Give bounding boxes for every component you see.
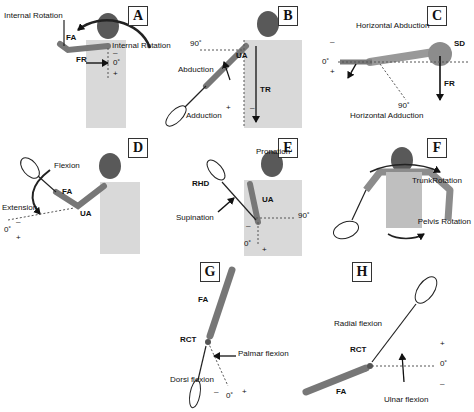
angle-label: Palmar flexion	[238, 350, 289, 359]
panel-h-figure	[306, 273, 441, 392]
angle-label: Supination	[176, 214, 214, 223]
angle-label: 0˚	[4, 226, 11, 235]
angle-label: TR	[260, 86, 271, 95]
angle-label: 0˚	[322, 58, 329, 67]
angle-label: UA	[80, 210, 92, 219]
angle-label: +	[113, 70, 118, 79]
panel-letter: H	[357, 265, 368, 279]
angle-label: +	[330, 68, 335, 77]
angle-label: +	[242, 388, 247, 397]
angle-label: Extension	[2, 204, 37, 213]
angle-label: FA	[62, 188, 72, 197]
angle-label: 90˚	[298, 212, 310, 221]
panel-letter-box: B	[278, 6, 298, 26]
angle-label: FR	[76, 56, 87, 65]
angle-label: –	[246, 222, 250, 231]
angle-label: –	[16, 218, 20, 227]
angle-label: –	[330, 38, 334, 47]
angle-label: UA	[262, 196, 274, 205]
angle-label: 90˚	[190, 40, 202, 49]
angle-label: UA	[236, 52, 248, 61]
panel-f-figure	[331, 147, 450, 242]
panel-e-figure	[204, 151, 302, 256]
angle-label: +	[226, 104, 231, 113]
angle-label: –	[113, 49, 117, 58]
angle-label: FR	[444, 80, 455, 89]
angle-label: Adduction	[186, 112, 222, 121]
angle-label: Radial flexion	[334, 320, 382, 329]
angle-label: Flexion	[54, 162, 80, 171]
angle-label: FA	[66, 34, 76, 43]
panel-letter-box: D	[128, 138, 148, 158]
angle-label: Internal Rotation	[4, 12, 63, 21]
angle-label: +	[440, 340, 445, 349]
panel-letter-box: F	[427, 138, 447, 158]
angle-label: 0˚	[244, 240, 251, 249]
angle-label: 0˚	[226, 392, 233, 401]
angle-label: SD	[454, 40, 465, 49]
angle-label: +	[262, 246, 267, 255]
angle-label: Ulnar flexion	[384, 396, 428, 405]
angle-label: Horizontal Abduction	[356, 22, 429, 31]
panel-letter-box: A	[128, 6, 148, 26]
angle-label: 90˚	[398, 102, 410, 111]
panel-letter: A	[133, 9, 143, 23]
angle-label: –	[214, 388, 218, 397]
angle-label: TrunkRotation	[412, 177, 462, 186]
panel-letter-box: H	[352, 262, 372, 282]
panel-b-figure	[163, 11, 302, 129]
angle-label: FA	[198, 296, 208, 305]
angle-label: FA	[336, 388, 346, 397]
angle-label: 0˚	[113, 59, 120, 68]
angle-label: Dorsi flexion	[170, 376, 214, 385]
angle-label: +	[16, 234, 21, 243]
panel-letter: G	[205, 265, 216, 279]
angle-label: RHD	[192, 180, 209, 189]
angle-label: Internal Rotation	[112, 42, 171, 51]
angle-label: Pelvis Rotation	[418, 218, 471, 227]
angle-label: Abduction	[178, 66, 214, 75]
angle-label: –	[440, 380, 444, 389]
angle-label: RCT	[180, 336, 196, 345]
panel-letter-box: G	[200, 262, 220, 282]
angle-label: Pronation	[256, 148, 290, 157]
angle-label: –	[250, 104, 254, 113]
panel-letter: F	[433, 141, 442, 155]
panel-letter: D	[133, 141, 143, 155]
panel-letter: C	[432, 9, 442, 23]
angle-label: Horizontal Adduction	[350, 112, 423, 121]
panel-letter-box: C	[427, 6, 447, 26]
angle-label: RCT	[350, 346, 366, 355]
panel-letter: B	[283, 9, 292, 23]
angle-label: 0˚	[440, 360, 447, 369]
panel-a-figure	[60, 13, 150, 128]
panel-c-figure	[338, 42, 468, 100]
